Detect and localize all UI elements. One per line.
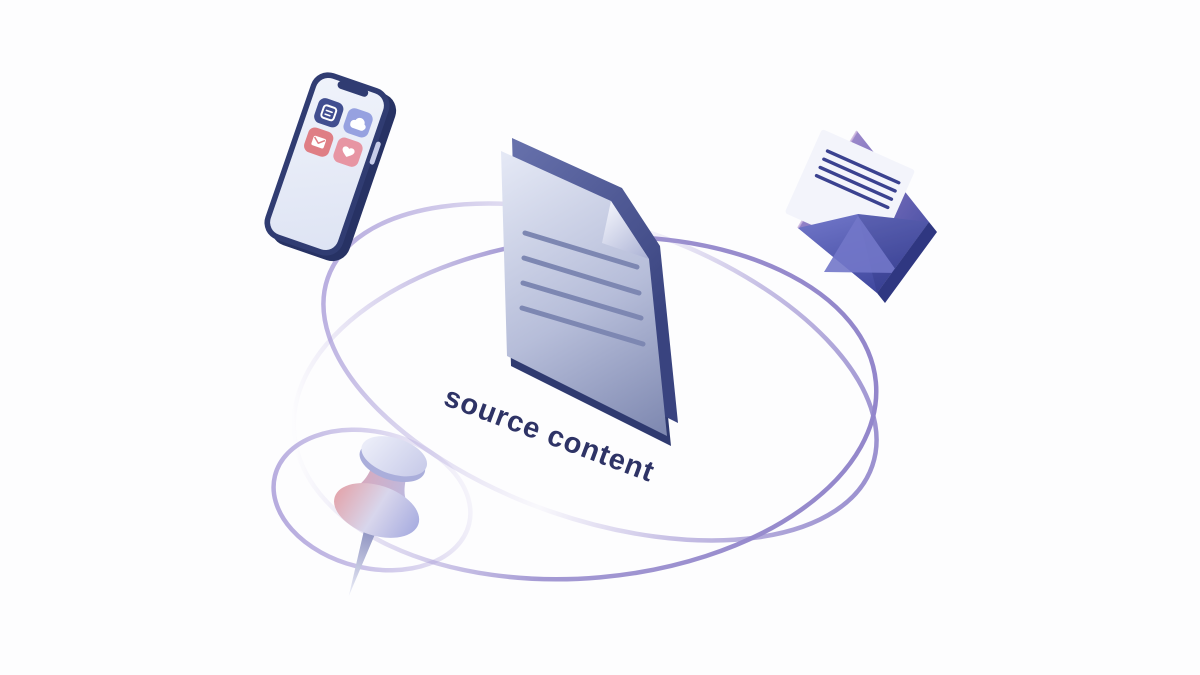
document-text-lines bbox=[519, 230, 646, 347]
orbit-ring-small bbox=[271, 427, 473, 573]
phone-app-grid bbox=[304, 98, 373, 167]
document-face bbox=[501, 151, 667, 436]
pushpin-cap-top bbox=[361, 436, 428, 477]
phone-notch bbox=[337, 80, 369, 97]
envelope-pocket-center-fold bbox=[824, 216, 898, 273]
mail-app-icon bbox=[304, 127, 334, 157]
smartphone-icon bbox=[264, 72, 397, 262]
document-icon bbox=[501, 138, 678, 446]
pushpin-icon bbox=[334, 436, 428, 597]
envelope-right-edge bbox=[877, 222, 937, 303]
document-fold-corner bbox=[602, 201, 649, 259]
phone-side-button bbox=[369, 141, 381, 165]
notes-app-icon bbox=[314, 98, 344, 128]
pushpin-needle bbox=[348, 528, 376, 597]
envelope-pocket-right-shade bbox=[858, 214, 929, 293]
cloud-app-icon bbox=[343, 108, 373, 138]
letter-text-lines bbox=[814, 149, 901, 210]
heart-app-icon bbox=[333, 137, 363, 167]
envelope-icon bbox=[785, 129, 937, 303]
pushpin-collar bbox=[334, 483, 420, 538]
